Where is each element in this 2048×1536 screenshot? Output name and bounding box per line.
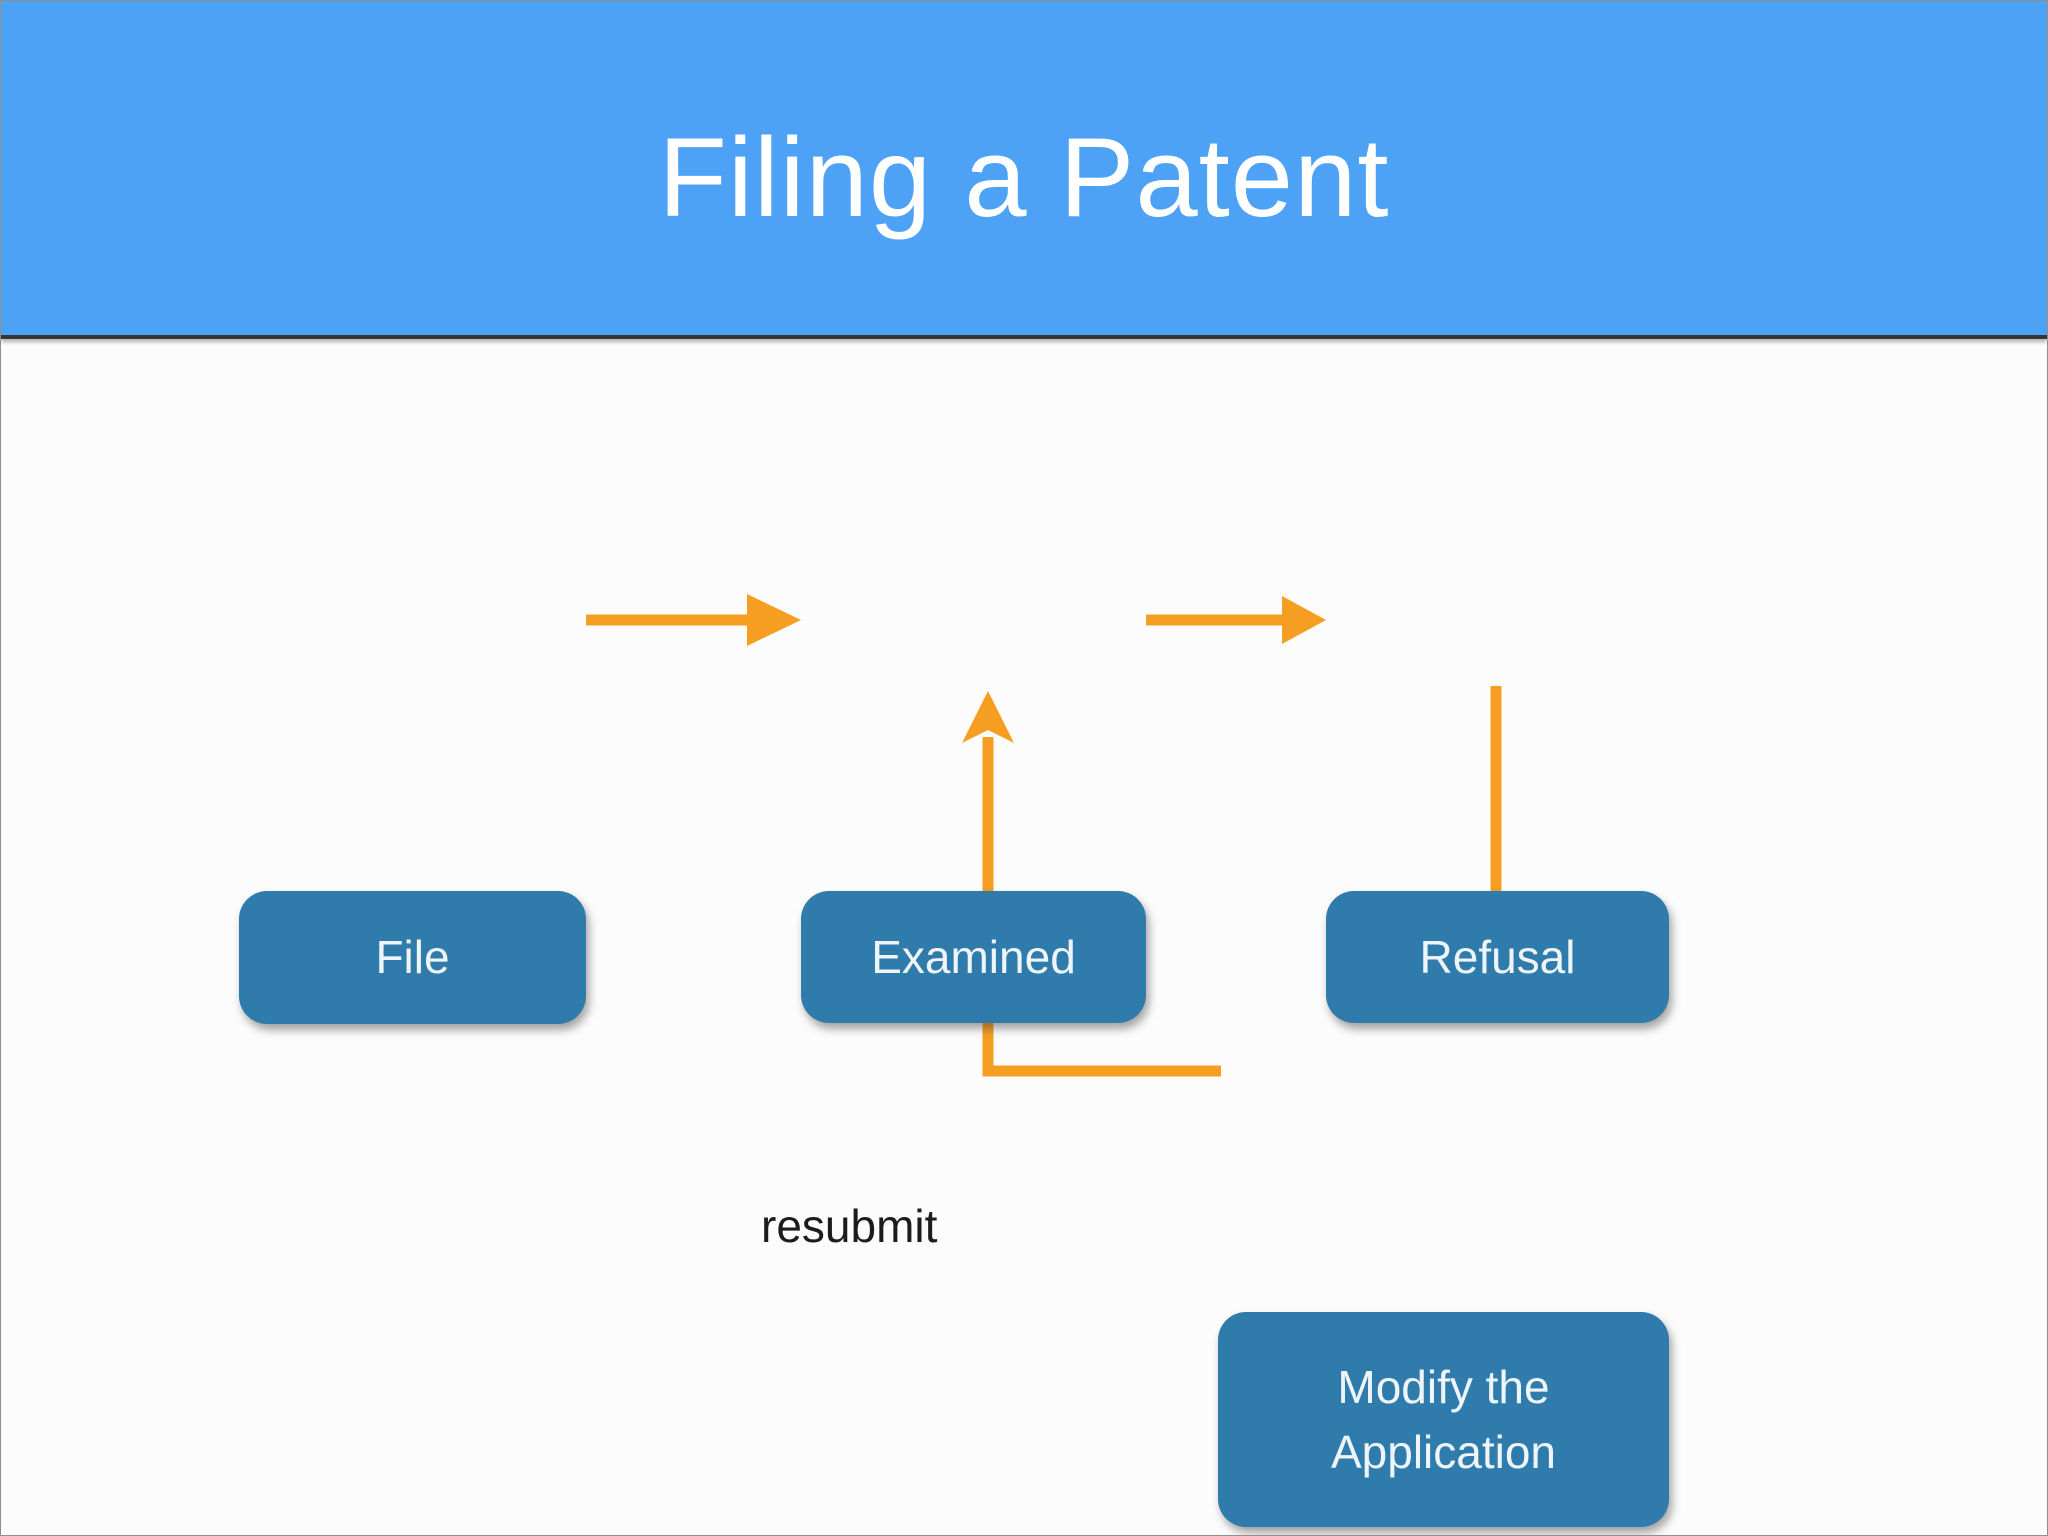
edge-examined-to-refusal-arrow: [1146, 596, 1326, 644]
edge-file-to-examined-arrow: [586, 594, 801, 646]
node-refusal-label: Refusal: [1419, 930, 1576, 983]
node-modify-the-application: Modify the Application: [1218, 1312, 1669, 1527]
node-file-label: File: [375, 931, 450, 984]
diagram-canvas: File Examined Refusal Modify the Applica…: [1, 339, 2047, 1535]
node-file: File: [239, 891, 586, 1024]
edge-label-resubmit: resubmit: [761, 1200, 938, 1252]
node-examined: Examined: [801, 891, 1146, 1023]
node-examined-label: Examined: [871, 930, 1076, 983]
node-modify-label-line2: Application: [1330, 1425, 1557, 1478]
node-modify-label-line1: Modify the: [1337, 1361, 1550, 1414]
slide-title: Filing a Patent: [658, 114, 1390, 240]
node-refusal: Refusal: [1326, 891, 1669, 1023]
slide-header: Filing a Patent: [1, 1, 2047, 339]
